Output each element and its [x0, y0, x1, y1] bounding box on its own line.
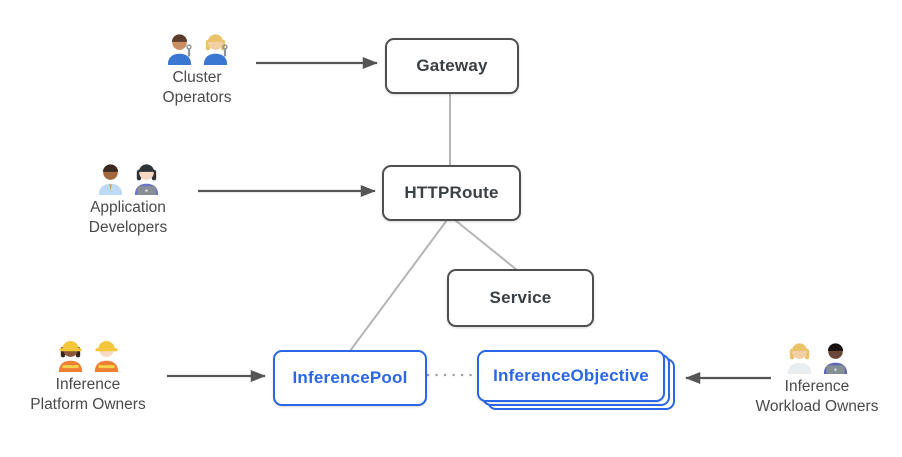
node-inference-objective-stack: InferenceObjective	[477, 350, 675, 410]
node-inference-pool-label: InferencePool	[292, 368, 408, 387]
workload-owners-people-icon	[784, 336, 851, 374]
node-httproute-label: HTTPRoute	[404, 183, 499, 202]
node-gateway: Gateway	[385, 38, 519, 94]
persona-label-line: Developers	[88, 219, 168, 236]
persona-label-line: Application	[90, 199, 166, 216]
persona-label-line: Workload Owners	[755, 398, 879, 415]
persona-label: Cluster Operators	[163, 68, 232, 108]
persona-label-line: Cluster	[172, 69, 222, 86]
platform-owners-people-icon	[55, 334, 122, 372]
application-developers-people-icon	[95, 157, 162, 195]
persona-label: Application Developers	[89, 198, 167, 238]
cluster-operators-people-icon	[164, 27, 231, 65]
persona-inference-workload-owners: Inference Workload Owners	[737, 336, 897, 417]
edge-httproute-service	[449, 215, 518, 271]
persona-label: Inference Workload Owners	[756, 377, 879, 417]
edge-httproute-inferencepool	[349, 215, 451, 352]
persona-application-developers: Application Developers	[48, 157, 208, 238]
persona-cluster-operators: Cluster Operators	[117, 27, 277, 108]
persona-inference-platform-owners: Inference Platform Owners	[8, 334, 168, 415]
node-inference-objective: InferenceObjective	[477, 350, 665, 402]
node-gateway-label: Gateway	[416, 56, 488, 75]
node-service-label: Service	[489, 288, 552, 307]
node-service: Service	[447, 269, 594, 327]
node-inference-objective-label: InferenceObjective	[493, 366, 649, 385]
node-inference-pool: InferencePool	[273, 350, 427, 406]
node-httproute: HTTPRoute	[382, 165, 521, 221]
persona-label-line: Inference	[55, 376, 121, 393]
persona-label: Inference Platform Owners	[30, 375, 145, 415]
persona-label-line: Platform Owners	[30, 396, 146, 413]
persona-label-line: Operators	[162, 89, 232, 106]
persona-label-line: Inference	[784, 378, 850, 395]
